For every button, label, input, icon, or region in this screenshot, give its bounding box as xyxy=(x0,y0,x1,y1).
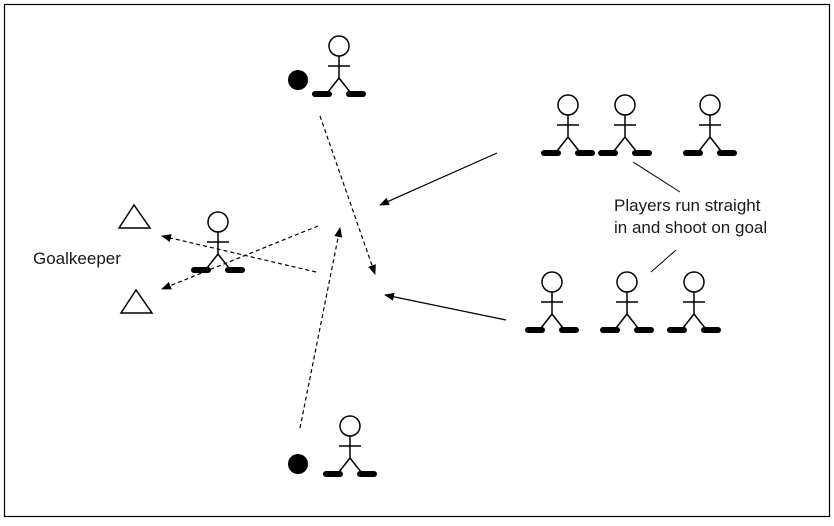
coaching-note: Players run straight in and shoot on goa… xyxy=(614,195,767,239)
coaching-note-line-2: in and shoot on goal xyxy=(614,218,768,237)
cone-icon xyxy=(117,203,152,229)
note-leader-line xyxy=(650,249,677,273)
coaching-note-line-1: Players run straight xyxy=(614,196,761,215)
player-icon xyxy=(667,271,721,333)
player-icon xyxy=(541,94,595,156)
shot-arrow xyxy=(161,234,317,273)
goalkeeper-label: Goalkeeper xyxy=(33,249,121,268)
ball-icon xyxy=(288,454,308,474)
ball-icon xyxy=(288,70,308,90)
note-leader-line xyxy=(632,161,681,193)
player-icon xyxy=(600,271,654,333)
player-icon xyxy=(323,415,377,477)
players-layer xyxy=(191,35,737,477)
pass-line xyxy=(299,227,343,429)
player-icon xyxy=(312,35,366,97)
cone-icon xyxy=(119,288,154,314)
shot-arrow xyxy=(161,225,319,290)
player-icon xyxy=(525,271,579,333)
pass-line xyxy=(319,115,376,275)
run-arrow xyxy=(379,152,498,206)
player-icon xyxy=(683,94,737,156)
player-icon xyxy=(191,211,245,273)
field-border xyxy=(3,3,831,518)
run-arrow xyxy=(384,292,507,321)
player-icon xyxy=(598,94,652,156)
